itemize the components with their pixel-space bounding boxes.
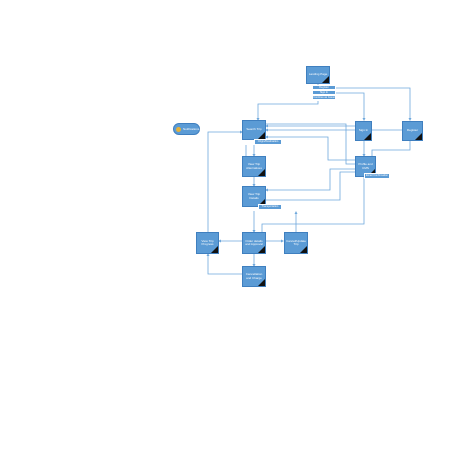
arrowhead <box>265 135 268 139</box>
tag-register[interactable]: Register <box>312 85 336 90</box>
arrowhead <box>408 118 412 121</box>
warning-icon <box>176 126 181 132</box>
edge-tag-register <box>330 87 411 120</box>
node-label: View Trip Alternatives <box>246 162 262 170</box>
corner-marker <box>258 246 265 253</box>
arrowhead <box>265 124 268 128</box>
arrowhead <box>240 130 243 134</box>
notifications-label: Notifications <box>183 127 200 131</box>
edge-profile-order <box>261 177 365 232</box>
tag-origin-destination[interactable]: Origin/Destination <box>254 139 282 145</box>
edge-progress-search <box>207 131 242 232</box>
node-label: Landing Page <box>308 72 328 77</box>
edge-tag-signin <box>330 92 365 120</box>
arrowhead <box>265 128 268 132</box>
arrowhead <box>252 264 256 267</box>
corner-marker <box>364 133 371 140</box>
node-label: Sign In <box>358 128 369 133</box>
edge-guest-search <box>257 101 319 120</box>
corner-marker <box>258 132 265 139</box>
node-cancellation-charge[interactable]: Cancellation and Charge <box>242 266 266 287</box>
arrowhead <box>294 211 298 214</box>
tag-continue-as-guest[interactable]: Continue as Guest <box>312 95 336 100</box>
corner-marker <box>300 246 307 253</box>
edge-profile-details <box>266 168 355 191</box>
corner-marker <box>415 133 422 140</box>
arrowhead <box>252 230 256 233</box>
corner-marker <box>258 199 265 206</box>
node-landing-page[interactable]: Landing Page <box>306 66 330 84</box>
arrowhead <box>362 118 366 121</box>
corner-marker <box>322 76 329 83</box>
node-view-trip-details[interactable]: View Trip Details <box>242 186 266 207</box>
node-label: Profile and CMS <box>358 162 373 170</box>
node-sign-in[interactable]: Sign In <box>355 121 372 141</box>
arrowhead <box>206 253 210 256</box>
node-label: View Trip Details <box>247 192 261 200</box>
node-order-details[interactable]: Order details and Approval <box>242 232 266 254</box>
node-label: View Trip Progress <box>201 238 214 246</box>
node-label: Order details and Approval <box>245 238 263 246</box>
node-label: Cancel/Update Trip <box>286 238 306 246</box>
node-cancel-trip[interactable]: Cancel/Update Trip <box>284 232 308 254</box>
node-label: Search Trip <box>246 127 262 132</box>
edge-register-profile <box>371 141 411 156</box>
tag-transportation[interactable]: Transportation <box>258 204 282 210</box>
arrowhead <box>256 118 260 121</box>
edge-cancellation-progress <box>207 254 242 275</box>
corner-marker <box>258 279 265 286</box>
tag-email-confirmation[interactable]: Email Confirmation <box>364 173 390 179</box>
node-register[interactable]: Register <box>402 121 423 141</box>
corner-marker <box>368 169 375 176</box>
tag-sign-in[interactable]: Sign In <box>312 90 336 95</box>
arrowhead <box>218 239 221 243</box>
node-profile-cms[interactable]: Profile and CMS <box>355 156 376 177</box>
corner-marker <box>258 169 265 176</box>
node-view-trip-progress[interactable]: View Trip Progress <box>196 232 219 254</box>
arrowhead <box>362 154 366 157</box>
edge-search-profile <box>266 123 355 165</box>
node-label: Register <box>406 128 419 133</box>
edge-profile-search <box>266 136 355 161</box>
notifications-badge[interactable]: Notifications <box>173 123 200 135</box>
arrowhead <box>281 239 284 243</box>
node-label: Cancellation and Charge <box>245 272 263 280</box>
node-view-trip-alternatives[interactable]: View Trip Alternatives <box>242 156 266 177</box>
edge-details-profile <box>266 171 355 201</box>
arrowhead <box>252 184 256 187</box>
node-search-trip[interactable]: Search Trip <box>242 120 266 140</box>
corner-marker <box>211 246 218 253</box>
arrowhead <box>265 188 268 192</box>
arrowhead <box>252 154 256 157</box>
